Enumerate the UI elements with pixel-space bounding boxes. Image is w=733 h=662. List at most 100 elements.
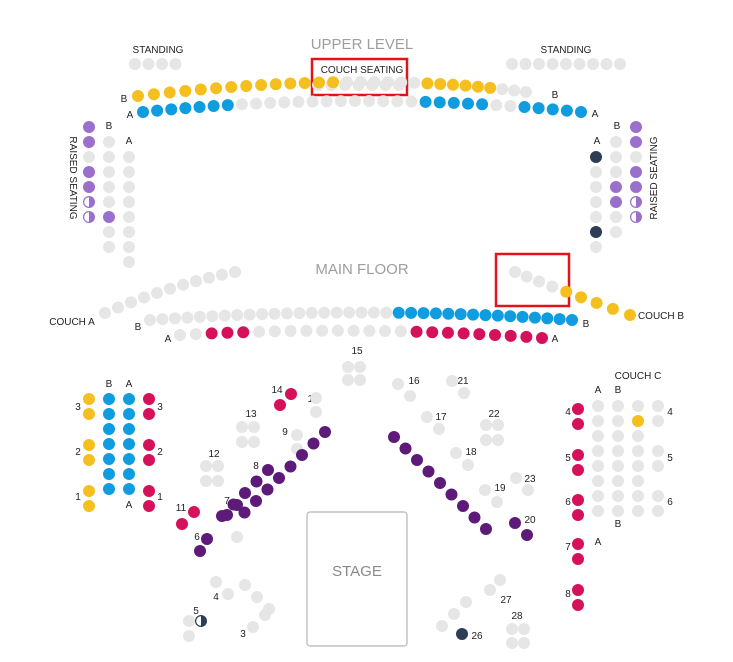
table-seat[interactable] (216, 510, 228, 522)
table-seat[interactable] (612, 400, 624, 412)
table-seat[interactable] (652, 490, 664, 502)
upper-row-a-seat[interactable] (405, 95, 418, 108)
table-seat[interactable] (521, 529, 533, 541)
upper-row-a-seat[interactable] (363, 95, 376, 108)
main-row-b-seat[interactable] (318, 306, 331, 319)
table-seat[interactable] (195, 614, 208, 627)
table-seat[interactable] (492, 434, 504, 446)
main-row-b-seat[interactable] (181, 311, 194, 324)
table-seat[interactable] (123, 483, 135, 495)
upper-row-b-seat[interactable] (163, 86, 176, 99)
table-seat[interactable] (518, 623, 530, 635)
couch-b-seat[interactable] (560, 285, 573, 298)
table-seat[interactable] (307, 437, 320, 450)
main-row-a-seat[interactable] (174, 329, 186, 341)
upper-row-b-seat[interactable] (381, 76, 394, 89)
table-seat[interactable] (592, 505, 604, 517)
upper-row-b-seat[interactable] (210, 82, 223, 95)
raised-seat[interactable] (610, 136, 622, 148)
main-row-b-seat[interactable] (355, 306, 368, 319)
main-row-b-seat[interactable] (417, 307, 430, 320)
upper-row-b-seat[interactable] (341, 76, 353, 88)
upper-row-b-seat[interactable] (354, 75, 367, 88)
raised-seat[interactable] (103, 181, 115, 193)
table-seat[interactable] (480, 434, 492, 446)
main-row-b-seat[interactable] (467, 308, 480, 321)
upper-row-b-seat[interactable] (298, 76, 311, 89)
upper-row-b-seat[interactable] (194, 83, 207, 96)
couch-a-seat[interactable] (229, 266, 241, 278)
table-seat[interactable] (572, 403, 584, 415)
table-seat[interactable] (188, 506, 200, 518)
table-seat[interactable] (262, 464, 274, 476)
main-row-b-seat[interactable] (293, 307, 306, 320)
upper-row-a-seat[interactable] (504, 100, 517, 113)
main-row-b-seat[interactable] (442, 307, 455, 320)
main-row-a-seat[interactable] (268, 325, 281, 338)
main-row-b-seat[interactable] (144, 314, 156, 326)
couch-b-seat[interactable] (606, 302, 619, 315)
table-seat[interactable] (354, 361, 366, 373)
upper-row-a-seat[interactable] (377, 95, 390, 108)
table-seat[interactable] (123, 408, 135, 420)
table-seat[interactable] (143, 485, 155, 497)
main-row-a-seat[interactable] (536, 332, 548, 344)
main-row-b-seat[interactable] (528, 311, 541, 324)
main-row-a-seat[interactable] (300, 324, 313, 337)
main-row-b-seat[interactable] (305, 306, 318, 319)
raised-seat[interactable] (630, 181, 642, 193)
table-seat[interactable] (612, 415, 624, 427)
upper-row-b-seat[interactable] (434, 78, 447, 90)
table-seat[interactable] (231, 531, 243, 543)
upper-row-b-seat[interactable] (284, 77, 297, 90)
table-seat[interactable] (261, 483, 274, 496)
main-row-a-seat[interactable] (253, 325, 266, 338)
standing-spot[interactable] (546, 58, 559, 70)
standing-spot[interactable] (600, 58, 613, 70)
upper-row-a-seat[interactable] (292, 95, 305, 108)
main-row-b-seat[interactable] (491, 309, 504, 322)
couch-b-seat[interactable] (575, 291, 588, 304)
main-row-b-seat[interactable] (330, 306, 343, 319)
upper-row-a-seat[interactable] (221, 99, 234, 112)
table-seat[interactable] (201, 533, 213, 545)
main-row-b-seat[interactable] (231, 309, 244, 322)
table-seat[interactable] (484, 584, 496, 596)
main-row-a-seat[interactable] (489, 329, 502, 341)
upper-row-b-seat[interactable] (408, 76, 421, 89)
table-seat[interactable] (572, 599, 584, 611)
upper-row-b-seat[interactable] (395, 76, 408, 89)
upper-row-a-seat[interactable] (348, 95, 361, 108)
table-seat[interactable] (103, 438, 115, 450)
raised-seat[interactable] (123, 211, 135, 223)
raised-seat[interactable] (590, 226, 602, 238)
raised-seat[interactable] (83, 166, 95, 178)
table-seat[interactable] (572, 553, 584, 565)
table-seat[interactable] (200, 475, 212, 487)
raised-seat[interactable] (123, 166, 135, 178)
main-row-b-seat[interactable] (516, 310, 529, 323)
table-seat[interactable] (446, 375, 458, 387)
upper-row-b-seat[interactable] (459, 79, 472, 92)
table-seat[interactable] (342, 374, 354, 386)
upper-row-a-seat[interactable] (461, 97, 474, 110)
table-seat[interactable] (445, 488, 458, 501)
main-row-b-seat[interactable] (380, 306, 393, 319)
table-seat[interactable] (572, 538, 584, 550)
table-seat[interactable] (479, 484, 491, 496)
table-seat[interactable] (434, 477, 446, 489)
upper-row-a-seat[interactable] (546, 103, 559, 116)
table-seat[interactable] (506, 637, 518, 649)
upper-row-a-seat[interactable] (419, 95, 432, 108)
upper-row-a-seat[interactable] (575, 106, 587, 118)
table-seat[interactable] (480, 419, 492, 431)
main-row-b-seat[interactable] (168, 312, 181, 325)
table-seat[interactable] (388, 431, 400, 443)
upper-row-b-seat[interactable] (132, 90, 144, 102)
standing-spot[interactable] (142, 58, 155, 70)
table-seat[interactable] (510, 472, 522, 484)
standing-spot[interactable] (169, 58, 182, 70)
raised-seat[interactable] (123, 181, 135, 193)
main-row-a-seat[interactable] (189, 328, 202, 341)
table-seat[interactable] (509, 517, 521, 529)
